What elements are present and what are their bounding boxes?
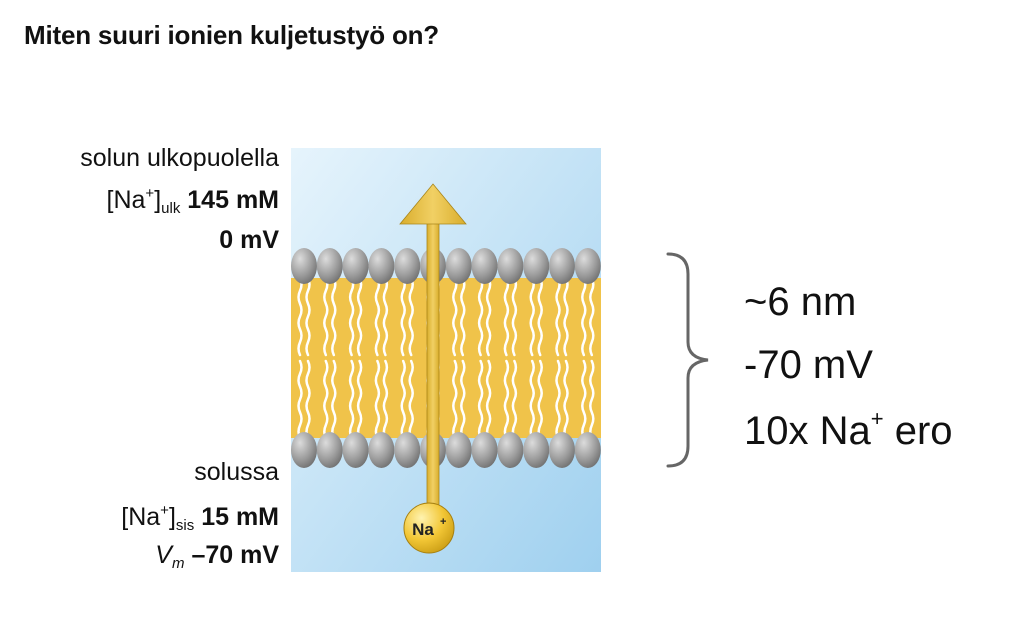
lipid-head [342,432,369,468]
outside-heading: solun ulkopuolella [80,144,279,172]
lipid-tail [356,359,363,440]
lipid-tail [511,276,518,357]
lipid-head [368,248,395,284]
lipid-tail [537,276,543,357]
lipid-tail [503,276,510,357]
lipid-tail [408,276,414,357]
lipid-tail [452,359,458,440]
lipid-tail [374,276,381,357]
lipid-head [523,432,550,468]
ion-charge: + [440,516,446,528]
lipid-tail [348,359,355,440]
lipid-tail [331,276,337,357]
lipid-head [291,248,317,284]
lipid-tail-region [291,278,601,438]
membrane-potential: Vm –70 mV [155,541,279,572]
inside-heading: solussa [194,458,279,486]
lipid-head [574,248,601,284]
lipid-head [342,248,369,284]
lipid-head [445,432,472,468]
lipid-tail [581,359,587,440]
lipid-tail [382,359,389,440]
lipid-head [445,248,472,284]
transport-arrow [399,183,467,521]
lipid-tail [485,276,492,357]
outside-potential: 0 mV [219,226,279,254]
lipid-head [471,432,498,468]
membrane-thickness: ~6 nm [744,280,857,324]
lipid-tail [581,276,587,357]
lipid-tail [452,276,458,357]
lipid-tail [563,359,569,440]
lipid-tail [563,276,569,357]
lipid-tail [374,359,381,440]
lipid-head [497,248,524,284]
lipid-tail [297,359,303,440]
page-title: Miten suuri ionien kuljetustyö on? [24,20,439,50]
lipid-head [523,248,550,284]
lipid-head [394,432,421,468]
lipid-tail [460,276,466,357]
membrane-voltage: -70 mV [744,343,873,387]
thickness-brace [666,252,709,468]
lipid-head [316,248,343,284]
lipid-heads [291,248,601,468]
lipid-tail [305,359,311,440]
lipid-head [497,432,524,468]
lipid-tail [589,359,595,440]
lipid-tail [485,359,492,440]
lipid-tail [477,359,484,440]
membrane-diagram: Na + [291,148,601,572]
sodium-ratio: 10x Na+ ero [744,406,953,453]
outside-concentration: [Na+]ulk 145 mM [106,185,279,217]
lipid-tail [555,276,561,357]
sodium-ion: Na + [403,502,455,554]
lipid-tail [555,359,561,440]
lipid-tail [589,276,595,357]
lipid-tail [331,359,337,440]
lipid-head [549,432,575,468]
inside-concentration: [Na+]sis 15 mM [121,502,279,534]
lipid-tail [323,276,329,357]
lipid-tail [348,276,355,357]
lipid-head [368,432,395,468]
lipid-tail [460,359,466,440]
lipid-head [471,248,498,284]
lipid-tail [529,276,535,357]
lipid-head [574,432,601,468]
lipid-tail [477,276,484,357]
lipid-tail [356,276,363,357]
lipid-tail [537,359,543,440]
lipid-head [316,432,343,468]
lipid-tail [305,276,311,357]
lipid-tail [297,276,303,357]
lipid-head [394,248,421,284]
ion-label: Na [412,520,434,539]
lipid-tail [511,359,518,440]
lipid-head [291,432,317,468]
lipid-tail [408,359,414,440]
lipid-tail [382,276,389,357]
lipid-tail [503,359,510,440]
lipid-tail [400,359,406,440]
lipid-tail [529,359,535,440]
lipid-tail [400,276,406,357]
lipid-head [549,248,575,284]
lipid-tail [323,359,329,440]
